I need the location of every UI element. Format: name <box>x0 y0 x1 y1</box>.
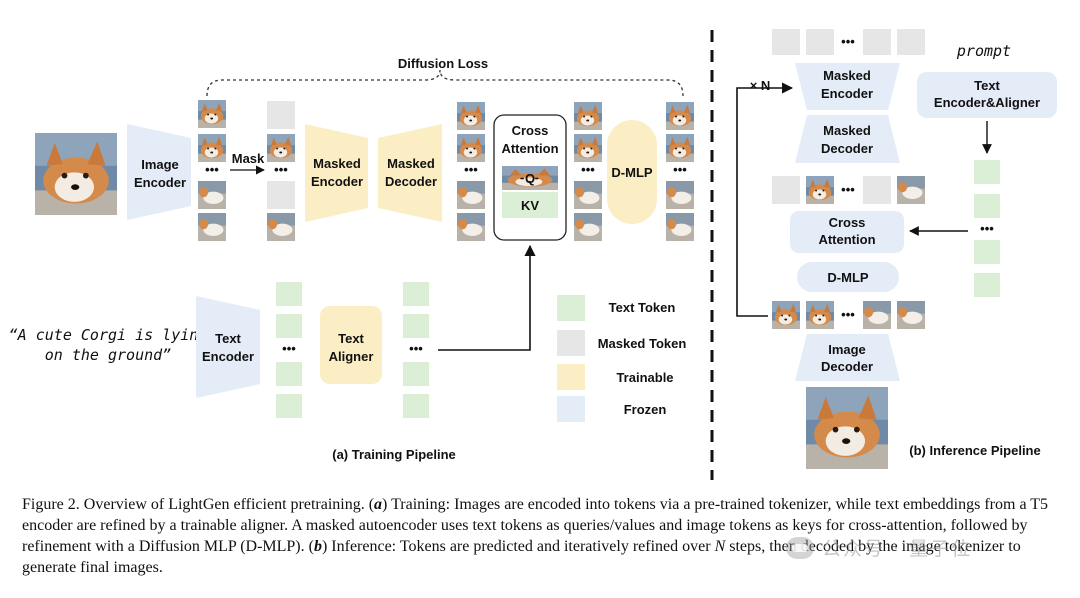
text-encoder-aligner-label-2: Encoder&Aligner <box>934 95 1040 110</box>
dmlp-block <box>607 120 657 224</box>
inference-masked-encoder-label: Masked <box>823 68 871 83</box>
text-encoder-aligner-block <box>917 72 1057 118</box>
caption-training: ) Training: Images are encoded into toke… <box>22 496 1049 555</box>
text-encoder-label: Text <box>215 331 241 346</box>
legend-swatch-frozen <box>557 396 585 422</box>
text-token-column-2 <box>403 282 429 418</box>
text-aligner-label: Text <box>338 331 364 346</box>
inference-masked-encoder-label-2: Encoder <box>821 86 873 101</box>
ellipsis-8: ••• <box>841 34 855 49</box>
ellipsis-5: ••• <box>673 162 687 177</box>
inference-cross-attention-block <box>790 211 904 253</box>
ellipsis-4: ••• <box>581 162 595 177</box>
inference-masked-decoder-block <box>795 115 900 163</box>
inference-text-tokens <box>974 160 1000 297</box>
ellipsis-3: ••• <box>464 162 478 177</box>
iterate-loop-arrow <box>736 82 794 317</box>
text-token-column-1 <box>276 282 302 418</box>
training-pipeline-title: (a) Training Pipeline <box>332 447 456 462</box>
image-encoder-label-2: Encoder <box>134 175 186 190</box>
legend-swatch-masked-token <box>557 330 585 356</box>
text-encoder-block <box>196 296 260 398</box>
inference-image-decoder-label-2: Decoder <box>821 359 873 374</box>
prompt-text-line-2: on the ground” <box>45 346 171 364</box>
prompt-text-line-1: “A cute Corgi is lying <box>9 326 208 344</box>
masked-decoder-label: Masked <box>387 156 435 171</box>
caption-a: a <box>374 496 383 513</box>
inference-image-decoder-label: Image <box>828 342 866 357</box>
caption-inference-pre: ) Inference: Tokens are predicted and it… <box>321 538 715 555</box>
masked-token-column <box>267 101 295 241</box>
inference-pipeline-title: (b) Inference Pipeline <box>909 443 1040 458</box>
masked-encoder-block <box>305 124 368 222</box>
inference-masked-decoder-label-2: Decoder <box>821 141 873 156</box>
ellipsis-11: ••• <box>841 307 855 322</box>
text-encoder-aligner-label: Text <box>974 78 1000 93</box>
figure-caption: Figure 2. Overview of LightGen efficient… <box>22 494 1062 578</box>
kv-label: KV <box>521 198 539 213</box>
legend-swatch-trainable <box>557 364 585 390</box>
diffusion-loss-label: Diffusion Loss <box>398 56 488 71</box>
kv-strip <box>502 192 558 218</box>
legend-label-frozen: Frozen <box>624 402 667 417</box>
caption-figure-label: Figure 2. <box>22 496 80 513</box>
masked-encoder-label: Masked <box>313 156 361 171</box>
inference-top-tokens <box>772 29 925 55</box>
caption-intro: Overview of LightGen efficient pretraini… <box>79 496 375 513</box>
ellipsis-9: ••• <box>841 182 855 197</box>
text-encoder-label-2: Encoder <box>202 349 254 364</box>
watermark-text: 公众号 · 量子位 <box>822 538 973 560</box>
legend-label-trainable: Trainable <box>616 370 673 385</box>
inference-dmlp-block <box>797 262 899 292</box>
input-image <box>35 133 117 215</box>
ellipsis-2: ••• <box>274 162 288 177</box>
ellipsis-7: ••• <box>409 341 423 356</box>
masked-decoder-label-2: Decoder <box>385 174 437 189</box>
legend-label-masked-token: Masked Token <box>598 336 687 351</box>
legend-swatch-text-token <box>557 295 585 321</box>
text-aligner-block <box>320 306 382 384</box>
inference-mid-tokens <box>772 176 925 204</box>
inference-masked-encoder-block <box>795 63 900 110</box>
ellipsis-6: ••• <box>282 341 296 356</box>
caption-n: N <box>714 538 726 555</box>
legend: Text Token Masked Token Trainable Frozen <box>557 295 686 422</box>
watermark: 公众号 · 量子位 <box>786 534 972 561</box>
cross-attention-label-2: Attention <box>501 141 558 156</box>
mask-label: Mask <box>232 151 265 166</box>
inference-image-decoder-block <box>795 334 900 381</box>
wechat-logo-icon <box>786 536 814 559</box>
text-aligner-label-2: Aligner <box>329 349 374 364</box>
diffusion-loss-brace <box>206 69 684 97</box>
ellipsis-1: ••• <box>205 162 219 177</box>
inference-masked-decoder-label: Masked <box>823 123 871 138</box>
inference-cross-attention-label: Cross <box>829 215 866 230</box>
image-encoder-label: Image <box>141 157 179 172</box>
caption-b: b <box>313 538 322 555</box>
output-image <box>806 387 888 469</box>
image-encoder-block <box>127 124 191 220</box>
legend-label-text-token: Text Token <box>609 300 676 315</box>
masked-encoder-label-2: Encoder <box>311 174 363 189</box>
q-label: Q <box>525 171 535 186</box>
pipeline-diagram: Diffusion Loss Image Encoder ••• Mask ••… <box>9 29 1057 480</box>
masked-decoder-block <box>378 124 442 222</box>
times-n-label: × N <box>750 78 771 93</box>
cross-attention-label: Cross <box>512 123 549 138</box>
inference-dmlp-label: D-MLP <box>827 270 868 285</box>
dmlp-label: D-MLP <box>611 165 652 180</box>
inference-cross-attention-label-2: Attention <box>818 232 875 247</box>
prompt-label: prompt <box>956 42 1011 60</box>
ellipsis-10: ••• <box>980 221 994 236</box>
text-to-cross-attention-arrow <box>438 244 536 351</box>
